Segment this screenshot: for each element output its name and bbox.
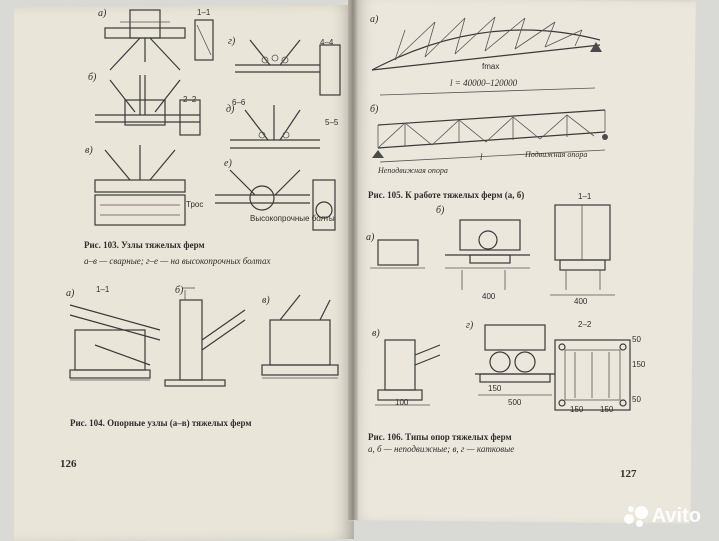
book-gutter: [348, 0, 358, 520]
fig103-node-a: [104, 9, 214, 71]
fig106-label-c: в): [372, 328, 380, 339]
fig106-dim-50-b: 50: [632, 395, 641, 404]
fig105-fmax: fmax: [482, 62, 500, 71]
fig106-dim-150-c: 150: [600, 405, 614, 414]
fig103-label-a: а): [98, 8, 107, 19]
fig104-section: 1–1: [96, 285, 110, 294]
avito-watermark: Avito: [623, 505, 701, 528]
fig106-dim-150-a: 150: [488, 384, 502, 393]
fig106-plan-2-2: [554, 339, 631, 411]
fig105-l: l: [480, 152, 483, 162]
fig106-caption: Рис. 106. Типы опор тяжелых ферм: [368, 432, 512, 442]
fig106-support-c: [375, 339, 441, 406]
fig103-section-2: 2–2: [183, 95, 197, 104]
fig104-support-b: [164, 287, 246, 387]
fig105-label-b: б): [370, 104, 379, 115]
fig106-label-d: г): [466, 320, 474, 331]
fig104-label-a: а): [66, 288, 75, 299]
fig106-subcaption: а, б — неподвижные; в, г — катковые: [368, 444, 515, 454]
fig103-node-e: [215, 169, 336, 231]
fig106-dim-150-d: 150: [632, 360, 646, 369]
fig104-support-c: [261, 294, 339, 379]
fig103-node-c: [94, 145, 186, 226]
fig103-cable-label: Трос: [186, 200, 204, 209]
fig106-section-2: 2–2: [578, 320, 592, 329]
fig106-support-b: [550, 204, 615, 296]
fig106-label-a: а): [366, 232, 375, 243]
fig106-dim-400-a: 400: [482, 292, 496, 301]
fig103-subcaption: а–в — сварные; г–е — на высокопрочных бо…: [84, 256, 271, 266]
fig104-label-b: б): [175, 285, 184, 296]
fig104-label-c: в): [262, 295, 270, 306]
fig106-dim-50-a: 50: [632, 335, 641, 344]
fig103-caption: Рис. 103. Узлы тяжелых ферм: [84, 240, 205, 250]
fig104-caption: Рис. 104. Опорные узлы (а–в) тяжелых фер…: [70, 418, 252, 428]
fig105-fixed-support: Неподвижная опора: [378, 166, 448, 175]
avito-logo-icon: [623, 505, 648, 528]
fig105-label-a: а): [370, 14, 379, 25]
fig106-support-d: [475, 324, 555, 396]
fig103-section-1: 1–1: [197, 8, 211, 17]
fig103-label-g: г): [228, 36, 236, 47]
fig103-label-c: в): [85, 145, 93, 156]
fig103-section-5: 5–5: [325, 118, 339, 127]
fig103-section-6: 6–6: [232, 98, 246, 107]
fig103-label-d: д): [226, 104, 235, 115]
fig106-dim-150-b: 150: [570, 405, 584, 414]
fig103-bolts-label: Высокопрочные болты: [250, 214, 335, 223]
fig106-support-a: [370, 219, 530, 290]
left-page-number: 126: [60, 458, 77, 470]
fig105-movable-support: Подвижная опора: [525, 150, 588, 159]
fig106-dim-500: 500: [508, 398, 522, 407]
fig103-node-d: [230, 105, 320, 149]
right-page-number: 127: [620, 468, 637, 480]
fig103-node-g: [235, 39, 341, 96]
fig106-dim-400-b: 400: [574, 297, 588, 306]
fig103-label-b: б): [88, 72, 97, 83]
fig103-node-b: [95, 75, 201, 136]
fig106-section-1: 1–1: [578, 192, 592, 201]
fig105-span: l = 40000–120000: [450, 78, 518, 88]
fig103-section-4: 4–4: [320, 38, 334, 47]
fig103-label-e: е): [224, 158, 232, 169]
fig105-truss-b: [372, 109, 608, 163]
fig104-support-a: [69, 304, 161, 381]
fig106-label-b: б): [436, 205, 445, 216]
fig105-caption: Рис. 105. К работе тяжелых ферм (а, б): [368, 190, 525, 200]
fig105-truss-a: [371, 16, 602, 96]
avito-watermark-text: Avito: [651, 505, 701, 527]
fig106-dim-100: 100: [395, 398, 409, 407]
